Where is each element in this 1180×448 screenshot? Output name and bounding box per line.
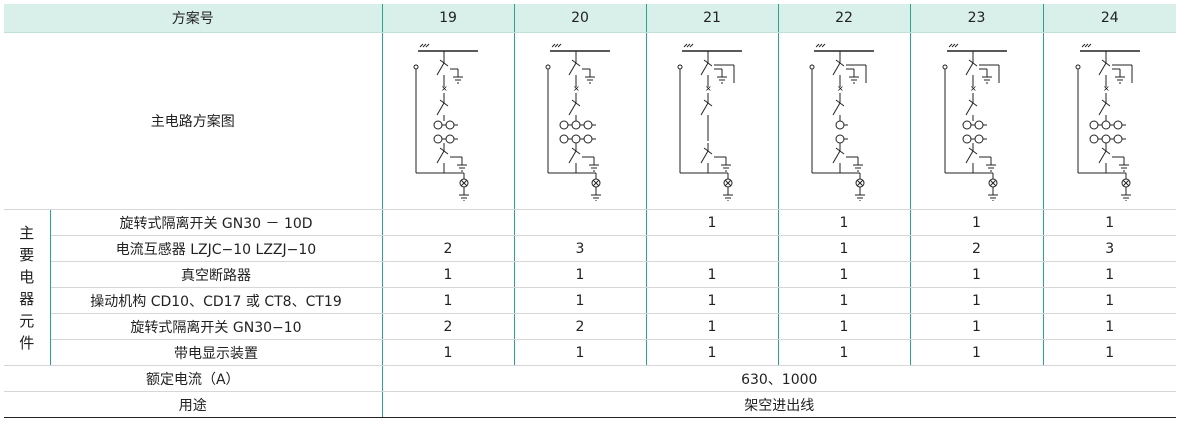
- component-qty: 1: [514, 261, 647, 288]
- component-row: 主要电器元件 旋转式隔离开关 GN30 － 10D 1 1 1 1: [4, 209, 1176, 366]
- svg-text:×: ×: [441, 84, 448, 93]
- component-qty: 1: [910, 261, 1044, 288]
- main-components-group-label: 主要电器元件: [4, 209, 51, 366]
- circuit-diagram-23-icon: ×: [942, 43, 1007, 201]
- component-qty: 1: [778, 235, 911, 262]
- component-name: 电流互感器 LZJC−10 LZZJ−10: [50, 235, 383, 262]
- component-qty: 1: [382, 339, 515, 366]
- component-qty: [382, 209, 515, 236]
- component-qty: 1: [646, 209, 779, 236]
- component-qty: 2: [382, 235, 515, 262]
- scheme-number-label: 方案号: [4, 4, 383, 33]
- component-qty: 1: [1043, 261, 1176, 288]
- component-qty: [514, 209, 647, 236]
- usage-row: 用途 架空进出线: [4, 391, 1176, 418]
- component-row: 电流互感器 LZJC−10 LZZJ−10 2 3 1 2 3: [4, 235, 1176, 262]
- svg-text:×: ×: [837, 84, 844, 93]
- component-qty: 1: [778, 287, 911, 314]
- component-qty: 1: [1043, 209, 1176, 236]
- component-qty: 1: [910, 287, 1044, 314]
- component-qty: 1: [382, 287, 515, 314]
- component-name: 旋转式隔离开关 GN30 － 10D: [50, 209, 383, 236]
- scheme-spec-table: 方案号 19 20 21 22 23 24 主电路方案图 × × × × × ×…: [4, 4, 1176, 418]
- scheme-20-header: 20: [514, 4, 647, 33]
- component-qty: 1: [646, 339, 779, 366]
- rated-current-row: 额定电流（A） 630、1000: [4, 365, 1176, 392]
- main-circuit-label: 主电路方案图: [4, 32, 383, 210]
- component-qty: 2: [382, 313, 515, 340]
- component-qty: 3: [1043, 235, 1176, 262]
- scheme-24-header: 24: [1043, 4, 1176, 33]
- scheme-22-header: 22: [778, 4, 911, 33]
- component-qty: 1: [646, 261, 779, 288]
- component-qty: 3: [514, 235, 647, 262]
- svg-text:×: ×: [573, 84, 580, 93]
- svg-text:×: ×: [1103, 84, 1110, 93]
- component-qty: 1: [1043, 339, 1176, 366]
- component-qty: 2: [910, 235, 1044, 262]
- component-qty: 1: [910, 313, 1044, 340]
- rated-current-label: 额定电流（A）: [4, 365, 383, 392]
- circuit-diagram-20-icon: ×: [545, 43, 610, 201]
- component-name: 真空断路器: [50, 261, 383, 288]
- rated-current-value: 630、1000: [382, 365, 1176, 392]
- component-qty: 1: [910, 209, 1044, 236]
- component-row: 操动机构 CD10、CD17 或 CT8、CT19 1 1 1 1 1 1: [4, 287, 1176, 314]
- component-qty: 1: [1043, 287, 1176, 314]
- component-qty: 1: [778, 339, 911, 366]
- svg-text:×: ×: [970, 84, 977, 93]
- usage-value: 架空进出线: [382, 391, 1176, 418]
- scheme-23-header: 23: [910, 4, 1044, 33]
- svg-text:×: ×: [705, 84, 712, 93]
- circuit-diagram-19-icon: ×: [413, 43, 478, 201]
- component-qty: 1: [646, 287, 779, 314]
- component-qty: 1: [382, 261, 515, 288]
- component-qty: 1: [778, 261, 911, 288]
- component-qty: 1: [778, 209, 911, 236]
- circuit-diagram-22-icon: ×: [809, 43, 874, 201]
- header-row: 方案号 19 20 21 22 23 24: [4, 4, 1176, 33]
- component-qty: 1: [646, 313, 779, 340]
- usage-label: 用途: [4, 391, 383, 418]
- component-qty: 1: [514, 339, 647, 366]
- component-qty: 1: [1043, 313, 1176, 340]
- scheme-19-header: 19: [382, 4, 515, 33]
- component-qty: 2: [514, 313, 647, 340]
- component-name: 操动机构 CD10、CD17 或 CT8、CT19: [50, 287, 383, 314]
- component-qty: [646, 235, 779, 262]
- component-qty: 1: [514, 287, 647, 314]
- component-name: 旋转式隔离开关 GN30−10: [50, 313, 383, 340]
- circuit-diagram-24-icon: ×: [1075, 43, 1140, 201]
- component-row: 旋转式隔离开关 GN30−10 2 2 1 1 1 1: [4, 313, 1176, 340]
- component-qty: 1: [778, 313, 911, 340]
- circuit-diagram-21-icon: ×: [677, 43, 742, 201]
- scheme-21-header: 21: [646, 4, 779, 33]
- component-row: 真空断路器 1 1 1 1 1 1: [4, 261, 1176, 288]
- diagram-row: 主电路方案图 × × × × × ×: [4, 32, 1176, 210]
- component-name: 带电显示装置: [50, 339, 383, 366]
- component-qty: 1: [910, 339, 1044, 366]
- component-row: 带电显示装置 1 1 1 1 1 1: [4, 339, 1176, 366]
